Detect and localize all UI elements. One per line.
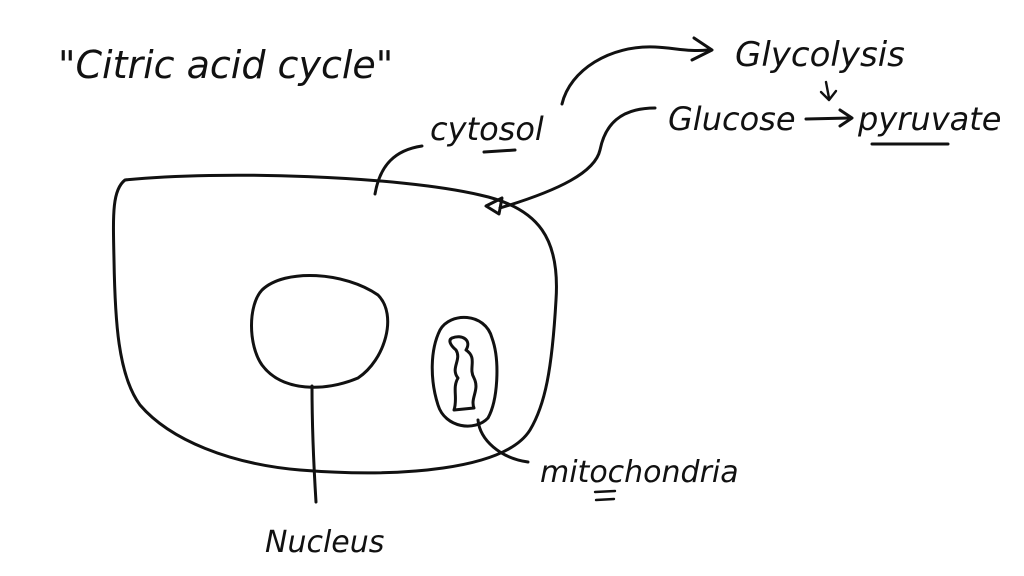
arrowhead-glycolysis [690, 36, 714, 62]
glycolysis-label: Glycolysis [735, 35, 905, 75]
arrow-to-glycolysis [560, 45, 710, 106]
cell-outline [111, 173, 558, 475]
glucose-label: Glucose [668, 100, 796, 138]
glucose-pointer-arrowhead [484, 196, 504, 216]
mitochondria-underline-1 [593, 489, 617, 494]
title-text: "Citric acid cycle" [58, 43, 393, 87]
mitochondria-underline-2 [594, 497, 616, 502]
mitochondria-pointer-line [476, 418, 530, 464]
cytosol-label: cytosol [430, 110, 544, 148]
nucleus-pointer-line [310, 384, 318, 504]
cytosol-pointer-line [373, 144, 424, 196]
mitochondria-outer [430, 316, 499, 428]
mitochondria-inner [448, 335, 478, 412]
glycolysis-down-arrow [819, 80, 838, 102]
pyruvate-label: pyruvate [857, 100, 1001, 138]
glucose-to-pyruvate-arrowhead [838, 108, 854, 128]
nucleus-shape [250, 274, 390, 389]
glucose-pointer-line [498, 106, 657, 210]
cytosol-underline [482, 148, 517, 154]
glucose-to-pyruvate-arrow [804, 116, 852, 121]
nucleus-label: Nucleus [265, 525, 384, 560]
mitochondria-label: mitochondria [540, 455, 739, 490]
